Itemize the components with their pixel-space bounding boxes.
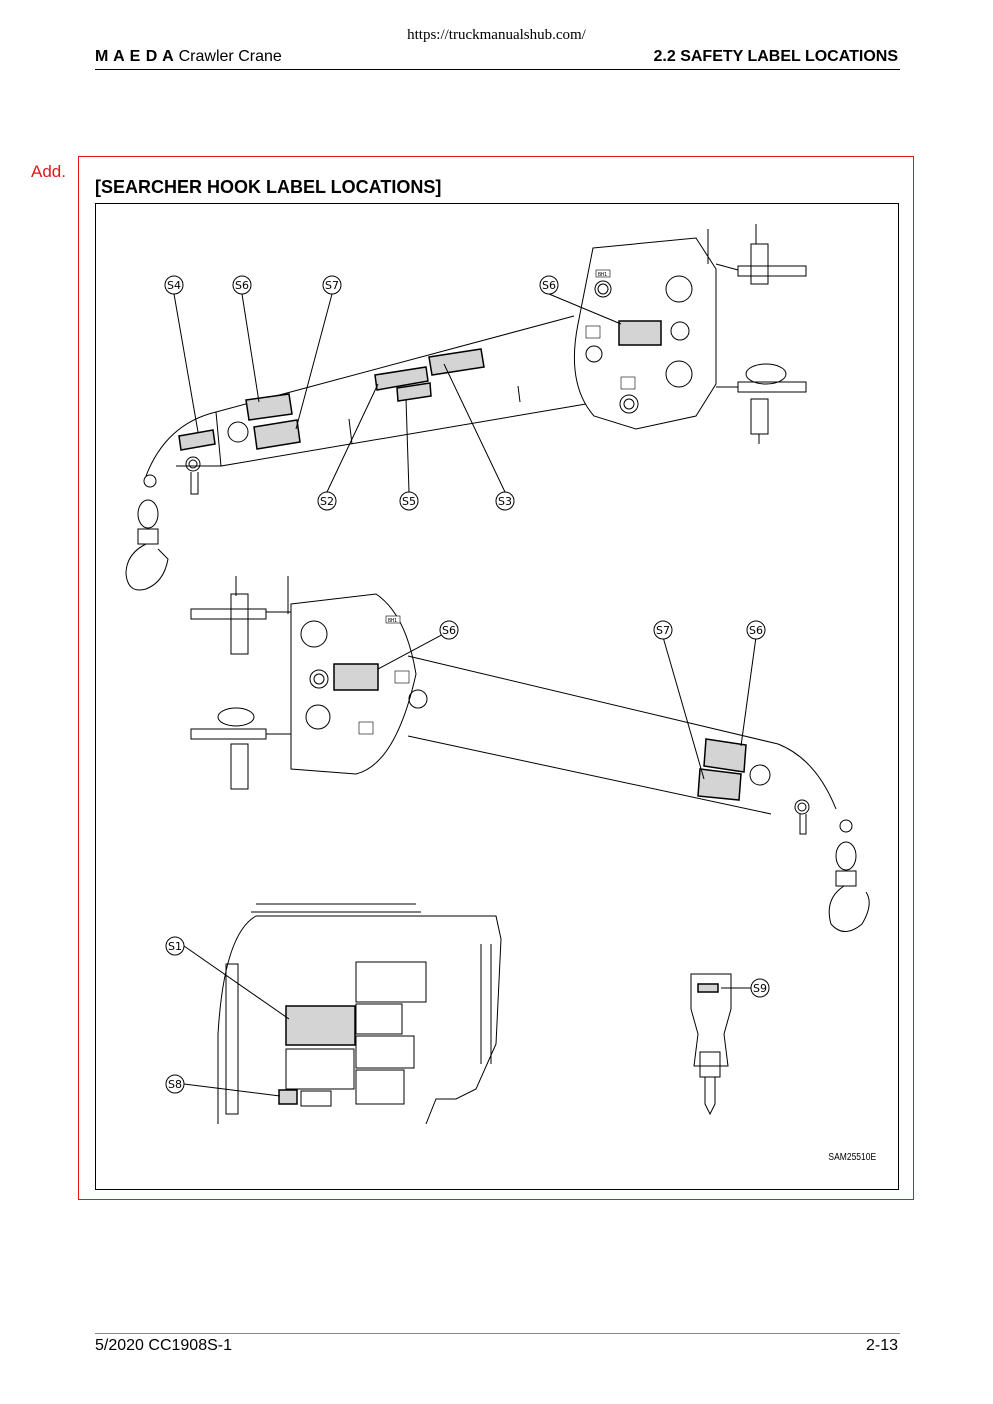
label-area-s4 [178,429,216,451]
figure-drawing: S4 S6 S7 S6 S2 S5 S3 S6 S7 S6 S1 S8 S9 B… [125,224,870,1125]
safety-label-areas [178,320,747,1105]
brand-name: M A E D A [95,48,175,65]
label-area-s8 [278,1089,298,1105]
upper-boom-drawing [125,224,807,591]
callout-labels: S4 S6 S7 S6 S2 S5 S3 S6 S7 S6 S1 S8 S9 [167,279,767,1091]
label-location-figure: S4 S6 S7 S6 S2 S5 S3 S6 S7 S6 S1 S8 S9 B… [95,203,899,1190]
callout-s5: S5 [402,495,416,508]
label-area-s2 [374,366,429,391]
mark-bh1: BH1 [598,272,607,278]
header-brand: M A E D A Crawler Crane [95,48,282,66]
footer-page-number: 2-13 [865,1337,898,1354]
callouts [164,275,770,1094]
addition-highlight-box [78,156,914,1200]
callout-s1: S1 [168,940,182,953]
callout-s6: S6 [749,624,763,637]
label-area-s6-lower [333,663,379,691]
cab-drawing [217,903,502,1125]
callout-s2: S2 [320,495,334,508]
callout-s4: S4 [167,279,181,292]
bh-marks: BH1 BH1 [358,269,636,735]
label-area-s6-upper [618,320,662,346]
footer-rule [95,1333,900,1334]
label-area-s7-left [253,419,301,450]
callout-s7: S7 [656,624,670,637]
label-area-s3 [428,348,485,376]
figure-code: SAM25510E [828,1152,876,1163]
section-title: [SEARCHER HOOK LABEL LOCATIONS] [95,177,442,197]
mark-bh1: BH1 [388,618,397,624]
callout-s9: S9 [753,982,767,995]
label-area-s5 [396,382,432,402]
callout-s3: S3 [498,495,512,508]
callout-s6: S6 [235,279,249,292]
label-area-s9 [697,983,719,993]
header-section-title: 2.2 SAFETY LABEL LOCATIONS [653,48,898,65]
leader-lines [173,293,757,1097]
label-area-s1 [285,1005,356,1046]
lever-drawing [690,973,732,1116]
label-area-s6-left [245,393,293,421]
callout-s8: S8 [168,1078,182,1091]
label-area-s7-right [697,768,742,801]
label-area-s6-right [703,738,747,773]
lower-boom-drawing [190,576,870,932]
callout-s6: S6 [542,279,556,292]
callout-s6: S6 [442,624,456,637]
product-name: Crawler Crane [178,48,282,65]
callout-s7: S7 [325,279,339,292]
source-url[interactable]: https://truckmanualshub.com/ [407,27,586,43]
addition-note: Add. [31,162,66,181]
header-rule [95,69,900,70]
footer-date-model: 5/2020 CC1908S-1 [95,1337,232,1354]
